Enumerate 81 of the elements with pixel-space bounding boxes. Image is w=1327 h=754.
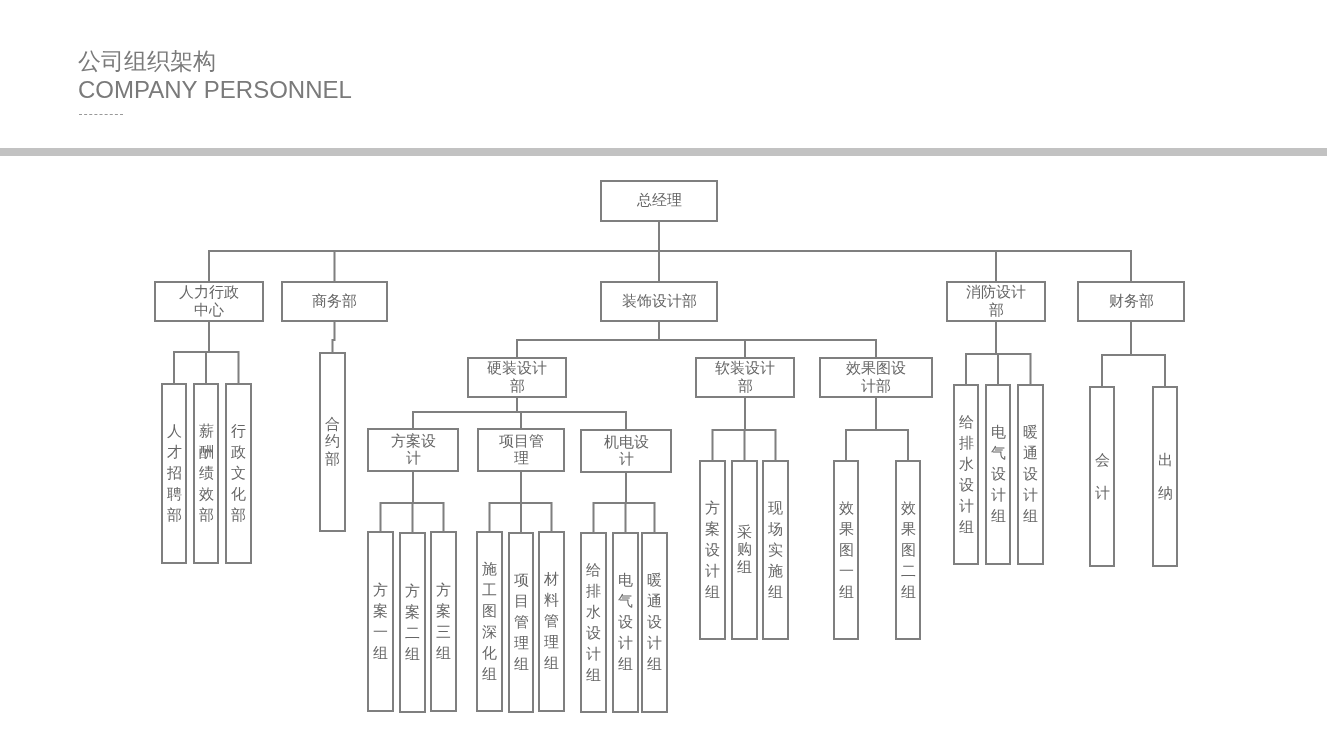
vertical-unit-box — [985, 384, 1011, 565]
department-name: 财务部 — [1108, 292, 1154, 311]
department-name: 总经理 — [636, 192, 682, 210]
department-name: 人力行政中心 — [178, 284, 240, 319]
page-title: 公司组织架构 — [78, 48, 216, 76]
department-name: 消防设计部 — [966, 284, 1026, 319]
unit-name: 方案一组 — [373, 579, 388, 664]
vertical-unit-box — [430, 531, 457, 712]
department-box — [600, 180, 718, 222]
department-name: 项目管理 — [497, 432, 545, 468]
connector-line — [331, 321, 336, 353]
vertical-unit-box — [953, 384, 979, 565]
department-name: 硬装设计部 — [487, 360, 547, 395]
unit-name: 方案设计组 — [705, 497, 720, 603]
unit-name: 材料管理组 — [544, 569, 559, 674]
unit-name: 采购组 — [737, 524, 752, 576]
unit-name: 出纳 — [1157, 449, 1173, 504]
department-box — [367, 428, 459, 472]
vertical-unit-box — [580, 532, 607, 713]
vertical-unit-box — [367, 531, 394, 712]
unit-name: 方案三组 — [436, 579, 451, 664]
unit-name: 暖通设计组 — [1023, 422, 1038, 527]
department-box — [477, 428, 565, 472]
unit-name: 给排水设计组 — [586, 559, 601, 686]
unit-name: 施工图深化组 — [482, 558, 497, 685]
vertical-unit-box — [193, 383, 219, 564]
unit-name: 合约部 — [325, 416, 340, 468]
connector-line — [875, 397, 909, 461]
department-box — [819, 357, 933, 398]
vertical-unit-box — [699, 460, 726, 640]
department-box — [467, 357, 567, 398]
unit-name: 行政文化部 — [231, 421, 246, 526]
department-name: 效果图设计部 — [845, 360, 907, 395]
vertical-unit-box — [508, 532, 534, 713]
department-name: 装饰设计部 — [621, 292, 697, 311]
unit-name: 会计 — [1094, 449, 1110, 504]
department-box — [946, 281, 1046, 322]
unit-name: 电气设计组 — [990, 422, 1006, 527]
connector-line — [995, 321, 1032, 385]
unit-name: 给排水设计组 — [958, 411, 974, 538]
connector-line — [658, 321, 877, 358]
unit-name: 人才招聘部 — [166, 421, 182, 526]
connector-line — [208, 321, 240, 384]
unit-name: 方案二组 — [405, 580, 420, 665]
vertical-unit-box — [762, 460, 789, 640]
department-box — [580, 429, 672, 473]
department-box — [1077, 281, 1185, 322]
vertical-unit-box — [1089, 386, 1115, 567]
department-box — [154, 281, 264, 322]
unit-name: 电气设计组 — [618, 570, 633, 675]
vertical-unit-box — [161, 383, 187, 564]
vertical-unit-box — [319, 352, 346, 532]
vertical-unit-box — [641, 532, 668, 713]
department-name: 机电设计 — [602, 433, 650, 469]
vertical-unit-box — [1017, 384, 1044, 565]
vertical-unit-box — [225, 383, 252, 564]
connector-line — [1130, 321, 1166, 387]
unit-name: 现场实施组 — [768, 497, 783, 603]
vertical-unit-box — [612, 532, 639, 713]
unit-name: 效果图二组 — [900, 497, 916, 603]
department-box — [695, 357, 795, 398]
department-box — [600, 281, 718, 322]
connector-line — [625, 472, 656, 533]
unit-name: 效果图一组 — [838, 497, 854, 603]
unit-name: 薪酬绩效部 — [198, 421, 214, 526]
vertical-unit-box — [833, 460, 859, 640]
connector-line — [412, 471, 445, 532]
department-name: 商务部 — [312, 292, 357, 311]
unit-name: 项目管理组 — [513, 570, 529, 675]
department-name: 软装设计部 — [715, 360, 775, 395]
vertical-unit-box — [895, 460, 921, 640]
connector-line — [520, 471, 553, 532]
vertical-unit-box — [538, 531, 565, 712]
vertical-unit-box — [476, 531, 503, 712]
page-subtitle: COMPANY PERSONNEL — [78, 76, 352, 105]
department-box — [281, 281, 388, 322]
vertical-unit-box — [731, 460, 758, 640]
vertical-unit-box — [1152, 386, 1178, 567]
unit-name: 暖通设计组 — [647, 570, 662, 675]
vertical-unit-box — [399, 532, 426, 713]
department-name: 方案设计 — [389, 432, 437, 468]
